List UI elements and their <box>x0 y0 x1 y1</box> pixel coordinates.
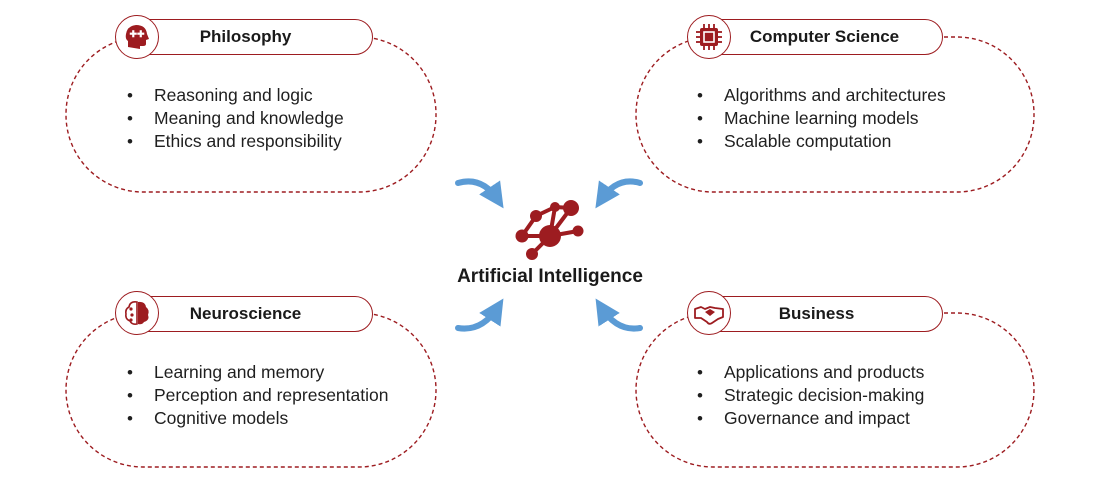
business-title-pill: Business <box>690 296 943 332</box>
business-list: Applications and products Strategic deci… <box>694 361 924 430</box>
computer-science-list: Algorithms and architectures Machine lea… <box>694 84 946 153</box>
list-item: Meaning and knowledge <box>124 107 344 130</box>
computer-science-title: Computer Science <box>749 27 900 46</box>
computer-science-title-pill: Computer Science <box>690 19 943 55</box>
svg-text:✚✚: ✚✚ <box>129 29 145 39</box>
list-item: Strategic decision-making <box>694 384 924 407</box>
arrow-neuro-to-ai <box>455 298 504 332</box>
brain-circuit-icon <box>115 291 159 335</box>
philosophy-title: Philosophy <box>199 27 292 46</box>
center-title: Artificial Intelligence <box>457 266 643 287</box>
cpu-chip-icon <box>687 15 731 59</box>
arrow-business-to-ai <box>595 298 643 332</box>
neuroscience-title-pill: Neuroscience <box>118 296 373 332</box>
neuroscience-list: Learning and memory Perception and repre… <box>124 361 388 430</box>
philosophy-list: Reasoning and logic Meaning and knowledg… <box>124 84 344 153</box>
list-item: Algorithms and architectures <box>694 84 946 107</box>
list-item: Reasoning and logic <box>124 84 344 107</box>
list-item: Learning and memory <box>124 361 388 384</box>
handshake-icon <box>687 291 731 335</box>
list-item: Cognitive models <box>124 407 388 430</box>
philosophy-title-pill: Philosophy <box>118 19 373 55</box>
list-item: Machine learning models <box>694 107 946 130</box>
list-item: Applications and products <box>694 361 924 384</box>
business-title: Business <box>778 304 855 323</box>
list-item: Perception and representation <box>124 384 388 407</box>
list-item: Governance and impact <box>694 407 924 430</box>
list-item: Scalable computation <box>694 130 946 153</box>
head-brain-icon: ✚✚ <box>115 15 159 59</box>
arrow-philosophy-to-ai <box>455 178 504 209</box>
arrow-cs-to-ai <box>595 178 643 209</box>
neuroscience-title: Neuroscience <box>189 304 302 323</box>
list-item: Ethics and responsibility <box>124 130 344 153</box>
